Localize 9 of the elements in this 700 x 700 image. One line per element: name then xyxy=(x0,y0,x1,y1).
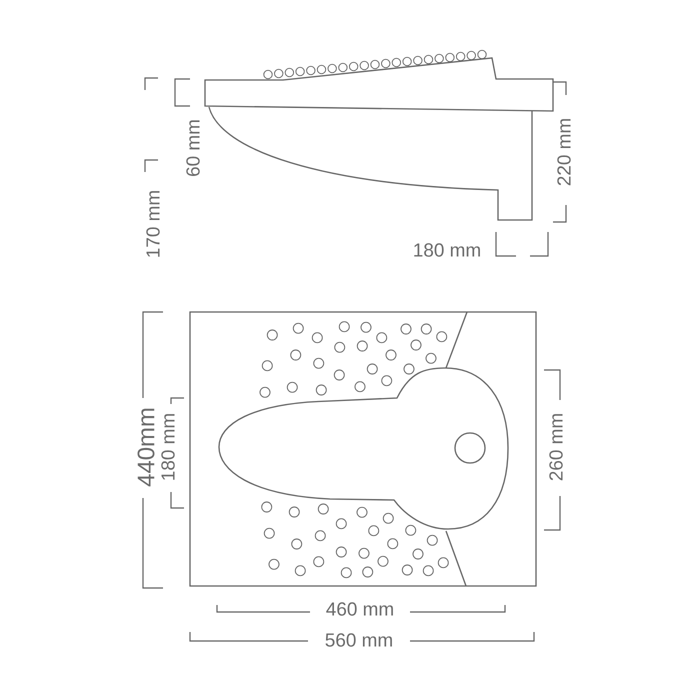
dimension-label: 440mm xyxy=(138,408,154,486)
dimension-label: 260 mm xyxy=(549,414,563,480)
dimension-label: 180 mm xyxy=(161,414,175,480)
dimension-label: 460 mm xyxy=(326,602,393,616)
dimension-label: 560 mm xyxy=(326,633,392,647)
dimension-label: 180 mm xyxy=(414,243,480,257)
dimension-label: 220 mm xyxy=(557,119,571,186)
dimension-label: 170 mm xyxy=(146,191,160,257)
dimension-label: 60 mm xyxy=(186,120,200,176)
